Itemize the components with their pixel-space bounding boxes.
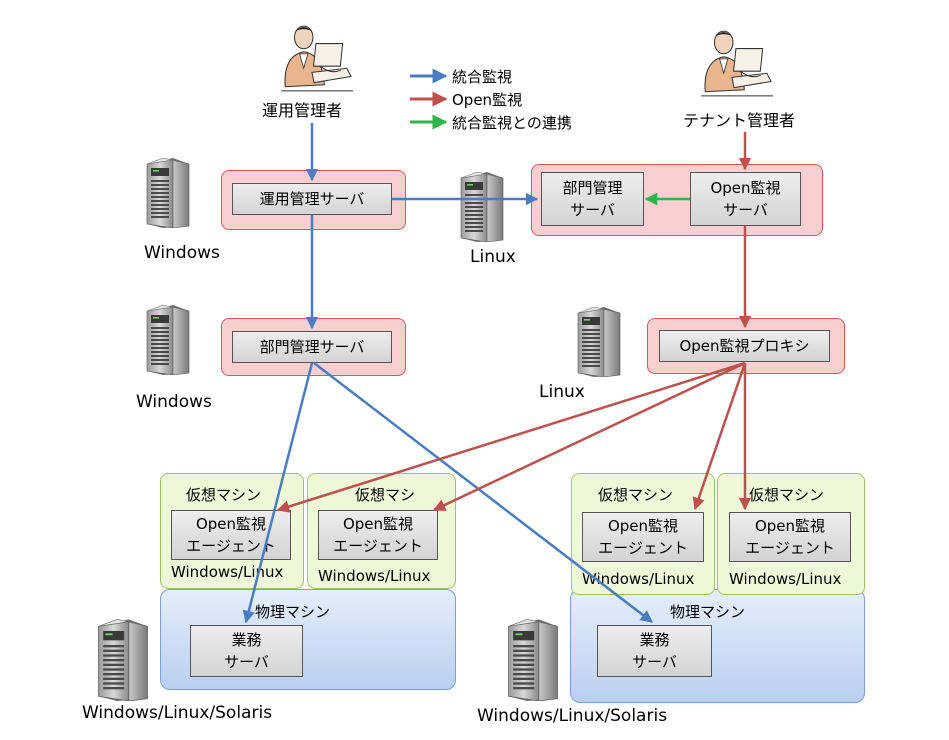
box-line: エージェント — [186, 537, 276, 555]
open-monitor-agent-box: Open監視 エージェント — [171, 510, 291, 560]
red-arrow — [432, 361, 746, 512]
os-label: Windows/Linux/Solaris — [477, 706, 668, 726]
open-monitor-proxy-box: Open監視プロキシ — [659, 330, 830, 362]
vm-os-label: Windows/Linux — [318, 567, 431, 585]
legend-open-label: Open監視 — [452, 91, 523, 109]
box-line: Open監視 — [754, 517, 826, 535]
box-line: 業務 — [639, 631, 670, 649]
vm-label: 仮想マシン — [186, 486, 262, 504]
open-monitor-agent-box: Open監視 エージェント — [729, 512, 851, 562]
open-monitor-server-box: Open監視 サーバ — [690, 172, 801, 226]
red-arrow — [692, 362, 747, 511]
dept-management-server-box: 部門管理サーバ — [232, 331, 392, 363]
business-server-box: 業務 サーバ — [190, 625, 303, 677]
box-line: エージェント — [745, 539, 835, 557]
box-line: 部門管理 — [562, 179, 623, 197]
legend-link: 統合監視との連携 — [452, 112, 572, 133]
vm-os-label: Windows/Linux — [171, 563, 284, 581]
box-line: Open監視 — [342, 515, 414, 533]
dept-management-server-box-top: 部門管理 サーバ — [541, 172, 644, 226]
legend-integrated-label: 統合監視 — [452, 68, 513, 86]
os-label: Windows — [144, 243, 220, 263]
legend-open: Open監視 — [452, 89, 522, 110]
physical-machine-label: 物理マシン — [670, 603, 746, 621]
box-line: サーバ — [224, 653, 269, 671]
business-server-box: 業務 サーバ — [597, 625, 712, 677]
box-line: Open監視 — [607, 517, 679, 535]
legend-integrated: 統合監視 — [452, 66, 512, 87]
vm-label: 仮想マシ — [355, 486, 416, 504]
os-label: Linux — [470, 247, 516, 267]
box-line: Open監視 — [195, 515, 267, 533]
vm-os-label: Windows/Linux — [729, 570, 842, 588]
operations-admin-label: 運用管理者 — [262, 101, 343, 120]
os-label: Windows — [136, 392, 212, 412]
box-line: サーバ — [570, 201, 615, 219]
dept-server-label: 部門管理サーバ — [259, 338, 365, 356]
box-line: エージェント — [598, 539, 688, 557]
box-line: Open監視 — [710, 179, 781, 197]
red-arrow — [276, 361, 746, 513]
open-monitor-agent-box: Open監視 エージェント — [582, 512, 704, 562]
os-label: Windows/Linux/Solaris — [82, 703, 273, 723]
vm-label: 仮想マシン — [598, 486, 674, 504]
box-line: サーバ — [632, 653, 677, 671]
box-line: サーバ — [723, 201, 768, 219]
open-proxy-label: Open監視プロキシ — [679, 337, 810, 355]
physical-machine-label: 物理マシン — [255, 603, 331, 621]
blue-arrow — [313, 362, 653, 623]
tenant-admin-label: テナント管理者 — [683, 111, 796, 130]
box-line: エージェント — [333, 537, 423, 555]
vm-label: 仮想マシン — [749, 486, 825, 504]
ops-server-label: 運用管理サーバ — [259, 190, 365, 208]
ops-management-server-box: 運用管理サーバ — [232, 183, 392, 215]
vm-os-label: Windows/Linux — [582, 570, 695, 588]
open-monitor-agent-box: Open監視 エージェント — [318, 510, 438, 560]
blue-arrow — [242, 362, 314, 624]
legend-link-label: 統合監視との連携 — [452, 114, 572, 132]
os-label: Linux — [539, 382, 585, 402]
box-line: 業務 — [231, 631, 262, 649]
